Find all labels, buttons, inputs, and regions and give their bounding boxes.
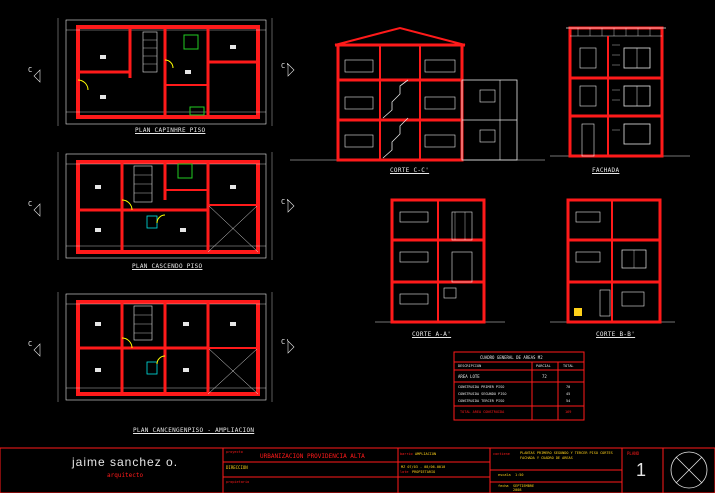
areas-row-2-total: 45 — [566, 392, 571, 396]
axis-letter-c-2: C — [28, 200, 33, 208]
label-plan-first: PLAN CAPINHRE PISO — [135, 127, 206, 134]
escala-value: 1:50 — [515, 473, 524, 477]
axis-letter-c-1: C — [28, 66, 33, 74]
label-contiene: contiene — [493, 452, 510, 456]
areas-header-desc: DESCRIPCION — [458, 364, 482, 368]
axis-letter-c-prime-1: C' — [281, 62, 290, 70]
axis-letter-c-prime-3: C' — [281, 338, 290, 346]
label-propietario: propietario — [226, 480, 250, 484]
title-block-frame — [0, 447, 715, 493]
axis-markers — [33, 63, 295, 357]
label-section-aa: CORTE A-A' — [412, 331, 452, 338]
lote-value: PROPIETARIO — [412, 470, 436, 474]
areas-table-frame — [453, 351, 585, 421]
author-role: arquitecto — [107, 472, 144, 479]
floor-plan-second — [57, 152, 273, 260]
section-cc — [290, 26, 545, 162]
areas-header-parcial: PARCIAL — [536, 364, 551, 368]
cadastre-value: MZ 07/03 - 08/06-0010 — [401, 465, 446, 469]
areas-row-3-desc: CONSTRUIDA TERCER PISO — [458, 399, 505, 403]
facade — [550, 26, 690, 158]
label-section-cc: CORTE C-C' — [390, 167, 430, 174]
plano-number: 1 — [636, 460, 647, 480]
floor-plan-first — [57, 18, 273, 126]
areas-row-3-total: 54 — [566, 399, 571, 403]
areas-row-1-total: 70 — [566, 385, 571, 389]
axis-letter-c-prime-2: C' — [281, 198, 290, 206]
label-barrio: barrio — [400, 452, 413, 456]
contiene-value: PLANTAS PRIMERO SEGUNDO Y TERCER PISO CO… — [520, 451, 613, 460]
areas-row-1-desc: CONSTRUIDA PRIMER PISO — [458, 385, 505, 389]
label-section-bb: CORTE B-B' — [596, 331, 636, 338]
label-proyecto: proyecto — [226, 450, 243, 454]
label-fecha: fecha — [498, 484, 509, 488]
areas-table-title: CUADRO GENERAL DE AREAS M2 — [480, 355, 543, 360]
label-plano: PLANO — [627, 451, 640, 456]
areas-row-2-desc: CONSTRUIDA SEGUNDO PISO — [458, 392, 507, 396]
areas-row-lote-desc: AREA LOTE — [458, 374, 480, 379]
north-symbol-icon — [670, 451, 708, 489]
label-lote: lote — [400, 470, 409, 474]
areas-total-label: TOTAL AREA CONSTRUIDA — [460, 410, 505, 414]
label-direccion: DIRECCION — [226, 465, 248, 470]
areas-total-value: 169 — [565, 410, 572, 414]
project-name: URBANIZACION PROVIDENCIA ALTA — [260, 453, 365, 460]
label-escala: escala — [498, 473, 511, 477]
fecha-value: SEPTIEMBRE 2008 — [513, 484, 535, 492]
floor-plan-third — [57, 292, 273, 402]
areas-row-lote-parcial: 72 — [542, 374, 547, 379]
barrio-value: AMPLIACION — [415, 452, 437, 456]
axis-letter-c-3: C — [28, 340, 33, 348]
label-facade: FACHADA — [592, 167, 620, 174]
section-bb — [550, 198, 675, 324]
areas-header-total: TOTAL — [563, 364, 574, 368]
label-plan-third: PLAN CANCENGENPISO - AMPLIACION — [133, 427, 255, 434]
label-plan-second: PLAN CASCENDO PISO — [132, 263, 203, 270]
section-aa — [375, 198, 505, 324]
author-name: jaime sanchez o. — [72, 455, 179, 469]
